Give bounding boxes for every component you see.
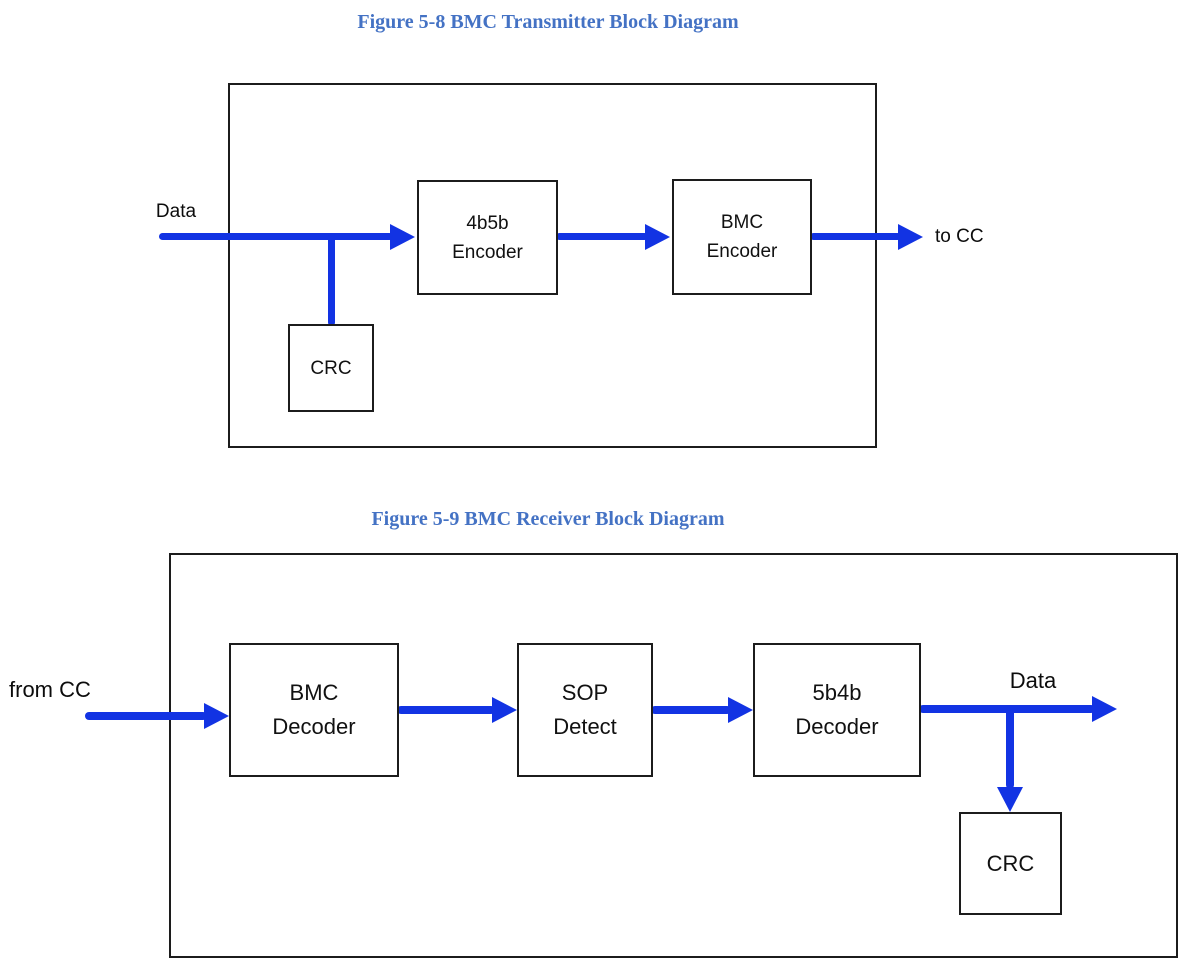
block-rx-crc-label: CRC	[986, 850, 1035, 876]
rx-from-cc-arrow	[85, 712, 207, 720]
block-4b5b-encoder-label-line2: Encoder	[452, 241, 523, 263]
rx-sop-to-5b4b-arrowhead-icon	[728, 697, 753, 723]
block-bmc-encoder-label-line1: BMC	[720, 212, 764, 233]
rx-input-label: from CC	[9, 677, 91, 702]
tx-4b5b-to-bmc-arrow	[556, 233, 648, 240]
block-bmc-encoder-label-line2: Encoder	[706, 241, 778, 262]
rx-crc-branch-arrow	[1006, 705, 1014, 789]
tx-data-input-arrow	[159, 233, 393, 240]
rx-crc-branch-arrowhead-icon	[997, 787, 1023, 812]
block-5b4b-decoder-label-line2: Decoder	[795, 714, 879, 739]
figure-5-9-caption: Figure 5-9 BMC Receiver Block Diagram	[371, 508, 725, 530]
block-bmc-decoder-label-line2: Decoder	[272, 714, 356, 739]
block-5b4b-decoder: 5b4b Decoder	[753, 643, 921, 777]
block-4b5b-encoder-label-line1: 4b5b	[466, 212, 509, 234]
block-bmc-decoder-label-line1: BMC	[289, 680, 339, 705]
rx-bmc-to-sop-arrowhead-icon	[492, 697, 517, 723]
tx-data-input-arrowhead-icon	[390, 224, 415, 250]
block-4b5b-encoder: 4b5b Encoder	[417, 180, 558, 295]
block-bmc-encoder: BMC Encoder	[672, 179, 812, 295]
rx-data-output-arrowhead-icon	[1092, 696, 1117, 722]
block-5b4b-decoder-label-line1: 5b4b	[812, 680, 862, 705]
receiver-boundary-box	[169, 553, 1178, 958]
block-rx-crc: CRC	[959, 812, 1062, 915]
block-sop-detect-label-line2: Detect	[553, 714, 617, 739]
figure-5-8-caption: Figure 5-8 BMC Transmitter Block Diagram	[357, 11, 739, 33]
tx-crc-branch-line	[328, 233, 335, 326]
block-bmc-decoder: BMC Decoder	[229, 643, 399, 777]
block-tx-crc-label: CRC	[310, 357, 352, 379]
tx-output-label: to CC	[935, 226, 984, 247]
tx-data-input-label: Data	[155, 201, 197, 222]
block-sop-detect-label-line1: SOP	[561, 680, 609, 705]
rx-bmc-to-sop-arrow	[397, 706, 495, 714]
transmitter-boundary-box	[228, 83, 877, 448]
block-tx-crc: CRC	[288, 324, 374, 412]
rx-data-output-label: Data	[1009, 668, 1057, 693]
block-sop-detect: SOP Detect	[517, 643, 653, 777]
tx-output-arrowhead-icon	[898, 224, 923, 250]
rx-sop-to-5b4b-arrow	[651, 706, 731, 714]
tx-output-arrow	[810, 233, 901, 240]
tx-4b5b-to-bmc-arrowhead-icon	[645, 224, 670, 250]
rx-from-cc-arrowhead-icon	[204, 703, 229, 729]
